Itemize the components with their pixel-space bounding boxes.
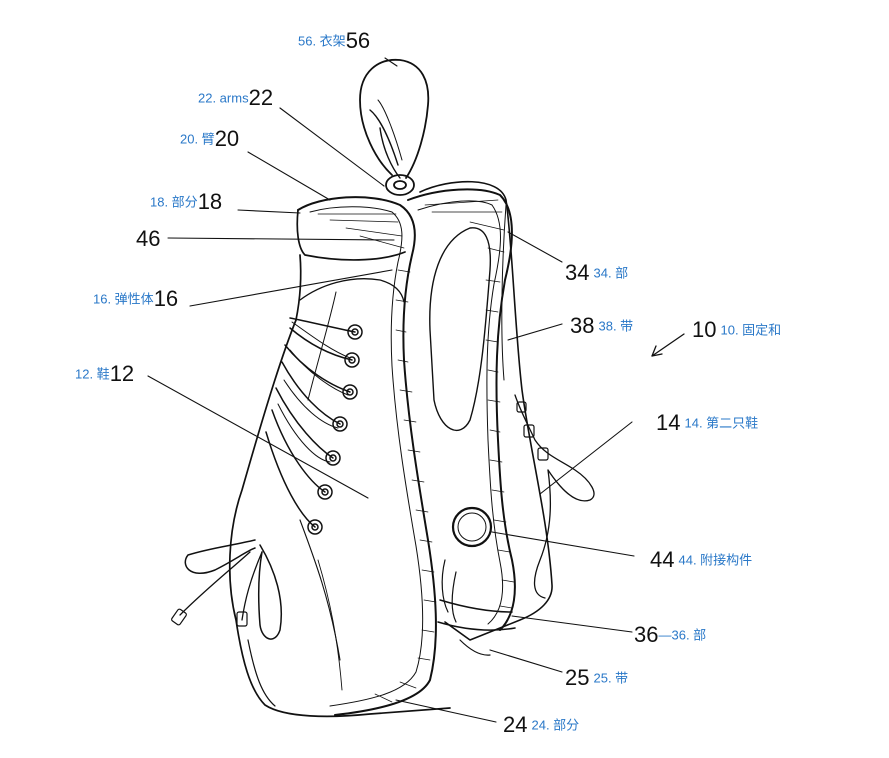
reference-arrow	[651, 333, 685, 357]
shoe	[228, 209, 451, 718]
attachment-member	[451, 506, 493, 548]
callout-56: 56. 衣架56	[298, 28, 371, 53]
callout-46: 46	[136, 226, 161, 251]
callout-18: 18. 部分18	[150, 189, 223, 214]
callout-36: 36—36. 部	[634, 622, 707, 647]
leader-lines	[147, 57, 635, 723]
callout-16: 16. 弹性体16	[93, 286, 179, 311]
hanger-carabiner	[359, 59, 430, 196]
callout-22: 22. arms22	[198, 85, 274, 110]
callout-20: 20. 臂20	[180, 126, 240, 151]
second-shoe	[419, 180, 595, 641]
laces	[171, 317, 363, 640]
callout-12: 12. 鞋12	[75, 361, 135, 386]
elastomeric-holder	[297, 188, 516, 716]
